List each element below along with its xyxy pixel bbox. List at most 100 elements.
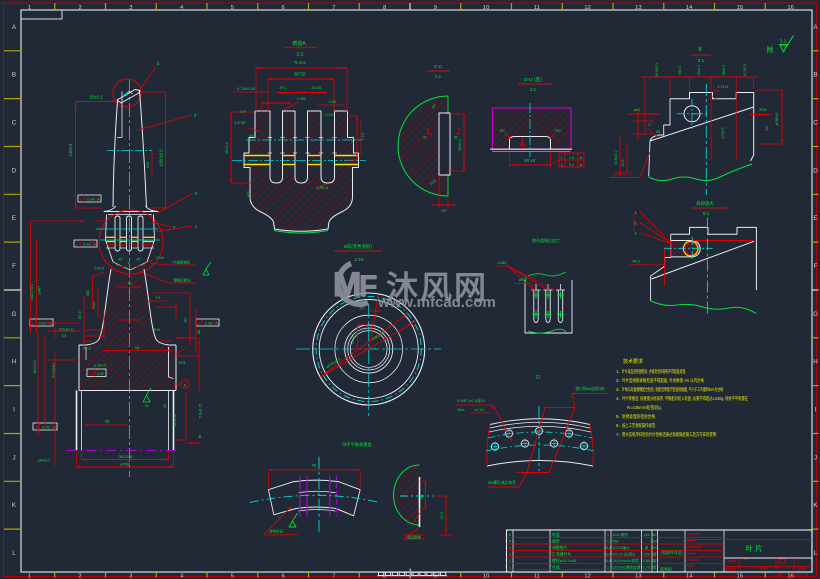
svg-text:29±0.2: 29±0.2 <box>224 141 229 154</box>
svg-text:1092.5: 1092.5 <box>68 143 73 156</box>
svg-text:0.85: 0.85 <box>643 559 650 563</box>
svg-text:30: 30 <box>163 404 167 408</box>
svg-text:1.65: 1.65 <box>328 100 335 104</box>
svg-text:30°: 30° <box>765 125 769 131</box>
svg-text:45°: 45° <box>118 258 124 262</box>
svg-text:4: 4 <box>634 231 637 236</box>
svg-text:8: 8 <box>383 5 386 11</box>
svg-text:按上工艺规程操作规范.: 按上工艺规程操作规范. <box>622 422 656 429</box>
svg-text:A: A <box>93 242 96 246</box>
svg-text:⌀: ⌀ <box>80 197 83 201</box>
svg-text:5: 5 <box>634 221 637 226</box>
svg-text:I: I <box>13 407 15 414</box>
svg-text:1:10: 1:10 <box>355 257 364 262</box>
svg-text:0.03: 0.03 <box>42 425 49 429</box>
svg-text:05: 05 <box>652 546 656 550</box>
svg-text:基准面（）: 基准面（） <box>614 170 634 176</box>
svg-text:0.2: 0.2 <box>569 163 574 167</box>
svg-text:叶片型线照样板检查不得超差, 叶身数值 1% 以内合格.: 叶片型线照样板检查不得超差, 叶身数值 1% 以内合格. <box>622 377 705 384</box>
svg-text:3.2: 3.2 <box>780 39 787 44</box>
svg-text:11: 11 <box>534 574 540 579</box>
svg-text:5: 5 <box>231 5 234 11</box>
svg-text:K: K <box>813 502 818 509</box>
svg-text:B向(花色剑形): B向(花色剑形) <box>344 243 372 250</box>
svg-text:3.: 3. <box>616 387 620 392</box>
svg-text:填: 填 <box>653 552 657 557</box>
svg-text:技术要求: 技术要求 <box>623 358 643 365</box>
svg-text:8.7±0.1: 8.7±0.1 <box>743 64 747 76</box>
svg-text:防锈处理及检验合格.: 防锈处理及检验合格. <box>622 413 656 420</box>
svg-text:⌀766±2: ⌀766±2 <box>775 113 779 126</box>
svg-text:R25: R25 <box>92 302 96 309</box>
svg-text:13: 13 <box>635 5 641 11</box>
svg-text:A: A <box>184 384 187 388</box>
svg-text:9: 9 <box>434 5 437 11</box>
svg-text:86°55': 86°55' <box>294 72 306 77</box>
svg-text:⌀: ⌀ <box>76 242 79 246</box>
svg-text:2-0.5°: 2-0.5° <box>325 113 335 117</box>
svg-text:228: 228 <box>643 553 649 557</box>
svg-text:I: I <box>815 407 817 414</box>
svg-text:沐风网: 沐风网 <box>386 270 488 306</box>
svg-text:15: 15 <box>737 574 743 579</box>
svg-text:14: 14 <box>686 5 693 11</box>
svg-text:3: 3 <box>173 225 176 230</box>
svg-text:轮盘: 轮盘 <box>552 532 560 537</box>
svg-text:R86±0.5: R86±0.5 <box>371 331 385 342</box>
svg-text:2.: 2. <box>616 378 620 383</box>
svg-text:23±0.1: 23±0.1 <box>697 65 701 76</box>
svg-text:114: 114 <box>605 558 612 563</box>
svg-text:B: B <box>698 47 702 53</box>
svg-text:W: W <box>145 404 149 408</box>
svg-text:1-R14: 1-R14 <box>718 84 730 89</box>
svg-text:✕5重组装后: ✕5重组装后 <box>172 260 191 265</box>
svg-text:R5: R5 <box>656 130 661 134</box>
svg-text:叶根与轮盘榰槽配合检验, 装配后用塞尺检查接触面, 不小于工: 叶根与轮盘榰槽配合检验, 装配后用塞尺检查接触面, 不小于工作面积65%为合格. <box>622 386 724 393</box>
svg-text:B: B <box>199 434 202 439</box>
svg-text:14.5: 14.5 <box>440 512 444 519</box>
svg-text:58: 58 <box>420 495 424 499</box>
svg-text:D: D <box>813 167 818 174</box>
svg-text:⌀40: ⌀40 <box>634 108 641 112</box>
svg-text:G: G <box>12 311 17 318</box>
svg-text:1: 1 <box>28 574 31 579</box>
svg-text:13.05: 13.05 <box>311 85 322 90</box>
svg-text:F: F <box>814 263 818 270</box>
svg-text:0.04: 0.04 <box>87 197 94 201</box>
svg-text:25CrMoVA/调质: 25CrMoVA/调质 <box>613 558 639 563</box>
svg-text:1: 1 <box>607 539 609 544</box>
svg-text:R10: R10 <box>430 179 437 186</box>
svg-text:⌀768: ⌀768 <box>120 462 130 467</box>
svg-text:164: 164 <box>643 533 649 537</box>
svg-text:A: A <box>813 24 818 31</box>
svg-text:15: 15 <box>737 5 743 11</box>
svg-text:0.04: 0.04 <box>83 242 90 246</box>
svg-text:J: J <box>814 454 817 461</box>
svg-text:叶 片: 叶 片 <box>745 543 762 553</box>
svg-text:F: F <box>359 270 377 303</box>
svg-text:1:1: 1:1 <box>297 52 304 58</box>
svg-text:3: 3 <box>129 5 132 11</box>
svg-text:⌀: ⌀ <box>35 425 38 429</box>
svg-text:用水压机序扫检验叶片检根还通过窗础确后施工后方可安装使用.: 用水压机序扫检验叶片检根还通过窗础确后施工后方可安装使用. <box>622 431 717 438</box>
svg-text:⌀8银: ⌀8银 <box>519 277 527 282</box>
svg-text:6±0.1: 6±0.1 <box>678 66 682 75</box>
svg-text:F: F <box>12 263 16 270</box>
svg-text:2%: 2% <box>360 307 365 311</box>
svg-text:6: 6 <box>282 5 285 11</box>
svg-text:∥: ∥ <box>561 162 563 167</box>
svg-text:14: 14 <box>686 574 693 579</box>
svg-text:⌀402.5±1: ⌀402.5±1 <box>30 284 34 300</box>
svg-text:2Cr13-淡/回火: 2Cr13-淡/回火 <box>613 552 637 557</box>
svg-text:625: 625 <box>146 162 150 168</box>
svg-text:⌀702.5: ⌀702.5 <box>721 127 725 138</box>
svg-text:2°: 2° <box>648 123 652 127</box>
svg-text:调整垫片: 调整垫片 <box>552 545 568 550</box>
svg-text:1:1: 1:1 <box>530 87 537 92</box>
svg-text:L: L <box>814 550 818 557</box>
svg-text:www.mfcad.com: www.mfcad.com <box>377 294 496 311</box>
svg-text:13: 13 <box>635 574 641 579</box>
svg-text:G: G <box>813 311 818 318</box>
svg-text:⌀84±0.2: ⌀84±0.2 <box>38 459 51 463</box>
svg-text:78: 78 <box>105 419 110 424</box>
